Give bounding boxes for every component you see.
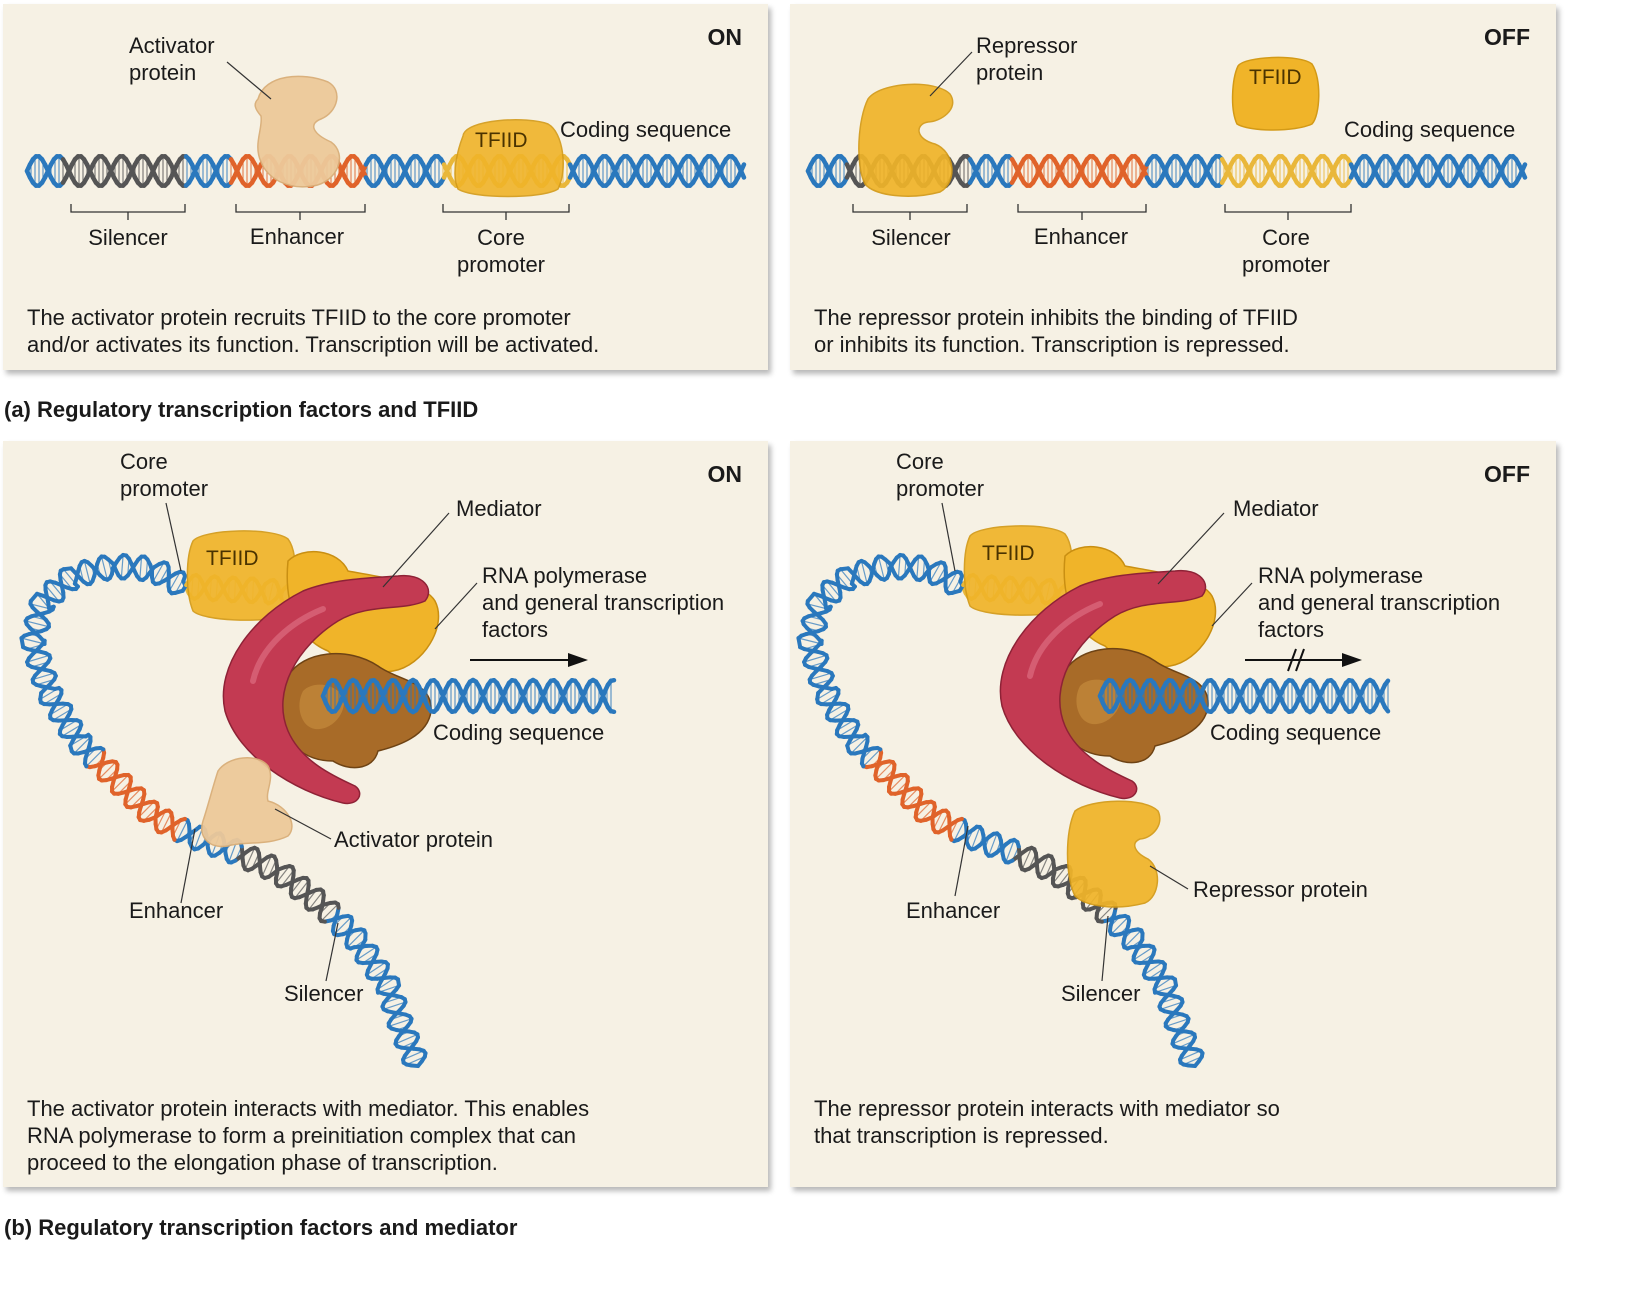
enhancer-label: Enhancer bbox=[906, 898, 1001, 923]
panel-b-on-illustration: TFIID bbox=[19, 502, 617, 1068]
panel-b-on: TFIID ON Core promoter Mediator RNA poly… bbox=[3, 441, 768, 1187]
rna-polymerase-label: RNA polymerase and general transcription… bbox=[1258, 563, 1501, 642]
repressor-protein-label: Repressor protein bbox=[1193, 877, 1368, 902]
core-promoter-label: Core promoter bbox=[456, 225, 546, 277]
activator-protein-shape bbox=[201, 757, 293, 848]
coding-sequence-helix bbox=[320, 677, 617, 715]
panel-a-off-illustration: TFIID bbox=[805, 51, 1528, 220]
coding-sequence-label: Coding sequence bbox=[1210, 720, 1382, 745]
panel-a-on-illustration: TFIID bbox=[24, 61, 747, 220]
activator-protein-label: Activator protein bbox=[334, 827, 493, 852]
coding-sequence-label: Coding sequence bbox=[1344, 117, 1516, 142]
section-b-title: (b) Regulatory transcription factors and… bbox=[4, 1215, 518, 1240]
state-off-label: OFF bbox=[1484, 24, 1530, 50]
activator-protein-label: Activator protein bbox=[129, 33, 215, 85]
repressor-protein-shape bbox=[1066, 800, 1161, 908]
mediator-label: Mediator bbox=[1233, 496, 1319, 521]
panel-a-on: TFIID ON Activator protein Coding sequen… bbox=[3, 4, 768, 370]
mediator-shape bbox=[999, 569, 1207, 800]
silencer-label: Silencer bbox=[871, 225, 951, 250]
core-promoter-label: Core promoter bbox=[896, 449, 985, 501]
silencer-label: Silencer bbox=[1061, 981, 1141, 1006]
core-promoter-label: Core promoter bbox=[1241, 225, 1331, 277]
panel-b-off-caption: The repressor protein interacts with med… bbox=[814, 1096, 1280, 1148]
panel-a-off: TFIID OFF Repressor protein Coding seque… bbox=[790, 4, 1556, 370]
coding-sequence-helix bbox=[1097, 677, 1391, 715]
core-promoter-label: Core promoter bbox=[120, 449, 209, 501]
panel-a-off-caption: The repressor protein inhibits the bindi… bbox=[814, 305, 1298, 357]
repressor-protein-label: Repressor protein bbox=[976, 33, 1078, 85]
enhancer-label: Enhancer bbox=[129, 898, 224, 923]
coding-sequence-label: Coding sequence bbox=[560, 117, 732, 142]
tfiid-shape bbox=[454, 119, 564, 198]
section-a-title: (a) Regulatory transcription factors and… bbox=[4, 397, 479, 422]
dna-helix bbox=[24, 154, 747, 188]
tfiid-label: TFIID bbox=[475, 129, 528, 152]
mediator-label: Mediator bbox=[456, 496, 542, 521]
state-on-label: ON bbox=[707, 461, 743, 487]
rna-polymerase-label: RNA polymerase and general transcription… bbox=[482, 563, 725, 642]
tfiid-label: TFIID bbox=[206, 547, 259, 570]
panel-b-on-caption: The activator protein interacts with med… bbox=[27, 1096, 590, 1175]
panel-b-off: TFIID OFF Core promoter Mediator RNA pol… bbox=[790, 441, 1556, 1187]
tfiid-label: TFIID bbox=[1249, 66, 1302, 89]
tfiid-label: TFIID bbox=[982, 542, 1035, 565]
enhancer-label: Enhancer bbox=[1033, 224, 1129, 249]
activator-protein-shape bbox=[254, 75, 341, 188]
enhancer-label: Enhancer bbox=[249, 224, 345, 249]
panel-a-on-caption: The activator protein recruits TFIID to … bbox=[27, 305, 600, 357]
tfiid-shape bbox=[1231, 56, 1320, 131]
state-off-label: OFF bbox=[1484, 461, 1530, 487]
silencer-label: Silencer bbox=[88, 225, 168, 250]
mediator-shape bbox=[222, 574, 430, 805]
panel-b-off-illustration: TFIID bbox=[796, 502, 1391, 1068]
repressor-protein-shape bbox=[858, 83, 954, 197]
coding-sequence-label: Coding sequence bbox=[433, 720, 605, 745]
silencer-label: Silencer bbox=[284, 981, 364, 1006]
state-on-label: ON bbox=[707, 24, 743, 50]
